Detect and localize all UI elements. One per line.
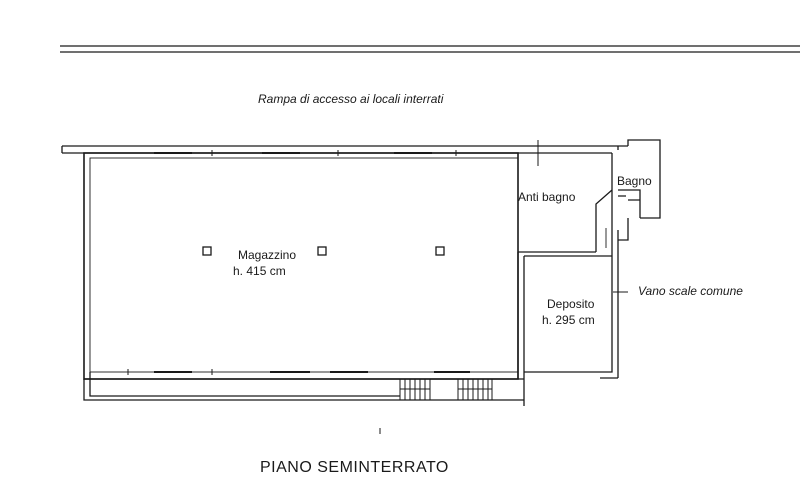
outer-wall [611, 139, 661, 219]
stair-label: Vano scale comune [638, 284, 743, 298]
magazzino-wall [89, 157, 519, 373]
deposito-wall [517, 251, 612, 406]
floor-title: PIANO SEMINTERRATO [260, 459, 449, 476]
deposito-height: h. 295 cm [542, 313, 595, 327]
deposito-wall [524, 256, 613, 373]
deposito-wall [600, 230, 619, 379]
anti-bagno-name: Anti bagno [518, 190, 576, 204]
stair-hatch [399, 378, 493, 401]
window-marks [154, 152, 470, 373]
bagno-name: Bagno [617, 174, 652, 188]
wall-ticks [127, 140, 539, 375]
deposito-name: Deposito [547, 297, 595, 311]
magazzino-name: Magazzino [238, 248, 297, 262]
bagno-wall [618, 189, 641, 218]
pillar [317, 246, 327, 256]
bottom-wall [83, 372, 524, 401]
ramp-label: Rampa di accesso ai locali interrati [258, 92, 444, 106]
anti-bagno-wall [595, 186, 613, 256]
magazzino-wall [83, 152, 519, 380]
pillar [202, 246, 212, 256]
stair-wall [618, 218, 629, 241]
pillar [435, 246, 445, 256]
magazzino-height: h. 415 cm [233, 264, 286, 278]
outer-wall [61, 145, 628, 154]
